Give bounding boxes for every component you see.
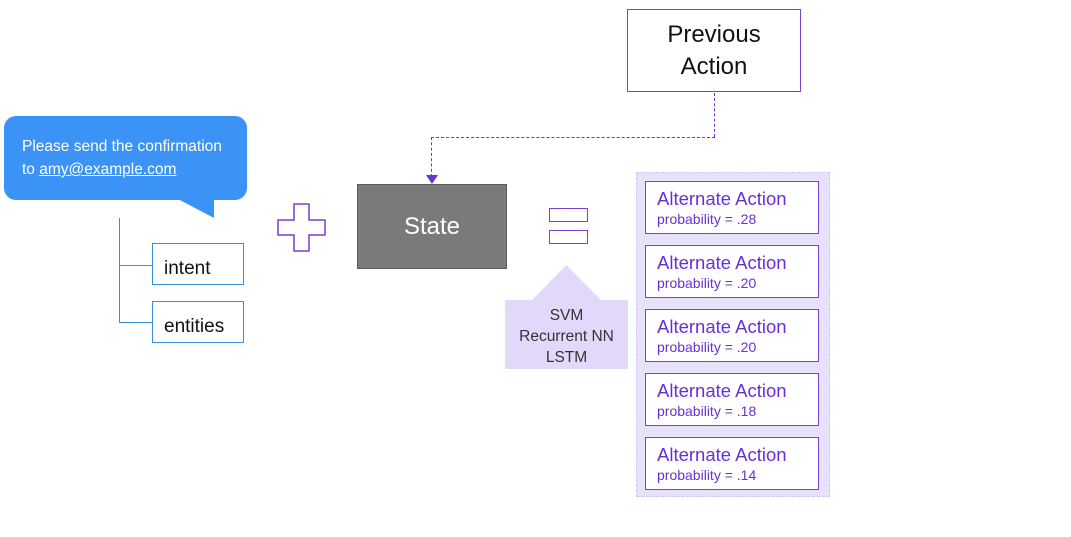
previous-action-line2: Action	[680, 52, 748, 80]
alternate-action-1: Alternate Action probability = .28	[645, 181, 819, 234]
action-probability: probability = .14	[657, 467, 757, 483]
model-list: SVM Recurrent NN LSTM	[505, 302, 628, 368]
alternate-action-5: Alternate Action probability = .14	[645, 437, 819, 490]
tree-branch-entities	[119, 322, 152, 323]
message-line2: to amy@example.com	[22, 158, 233, 181]
action-title: Alternate Action	[657, 380, 787, 401]
alternate-action-2: Alternate Action probability = .20	[645, 245, 819, 298]
feedback-arrowhead-icon	[426, 175, 438, 184]
alternate-action-3: Alternate Action probability = .20	[645, 309, 819, 362]
bubble-tail-icon	[176, 198, 214, 218]
feedback-connector-vertical	[714, 93, 715, 137]
alternate-action-4: Alternate Action probability = .18	[645, 373, 819, 426]
action-title: Alternate Action	[657, 316, 787, 337]
message-prefix: to	[22, 161, 40, 178]
model-svm: SVM	[549, 307, 584, 324]
previous-action-line1: Previous	[667, 20, 761, 48]
action-probability: probability = .28	[657, 211, 757, 227]
equals-icon-top-bar	[549, 208, 588, 222]
state-label: State	[403, 212, 461, 240]
equals-icon-bottom-bar	[549, 230, 588, 244]
message-email-link[interactable]: amy@example.com	[39, 161, 177, 178]
model-rnn: Recurrent NN	[519, 328, 614, 345]
tree-branch-intent	[119, 265, 152, 266]
action-title: Alternate Action	[657, 188, 787, 209]
action-title: Alternate Action	[657, 444, 787, 465]
tree-trunk-line	[119, 218, 120, 322]
feedback-connector-drop	[431, 137, 432, 177]
state-box: State	[357, 184, 507, 269]
message-line1: Please send the confirmation	[22, 138, 222, 155]
up-arrow-icon	[505, 265, 628, 369]
plus-icon	[277, 203, 326, 252]
action-probability: probability = .18	[657, 403, 757, 419]
previous-action-box: Previous Action	[627, 9, 801, 92]
action-probability: probability = .20	[657, 275, 757, 291]
model-lstm: LSTM	[545, 349, 588, 366]
entities-box: entities	[152, 301, 244, 343]
action-probability: probability = .20	[657, 339, 757, 355]
feedback-connector-horizontal	[431, 137, 715, 138]
action-title: Alternate Action	[657, 252, 787, 273]
intent-box: intent	[152, 243, 244, 285]
user-message-bubble: Please send the confirmation to amy@exam…	[4, 116, 247, 200]
